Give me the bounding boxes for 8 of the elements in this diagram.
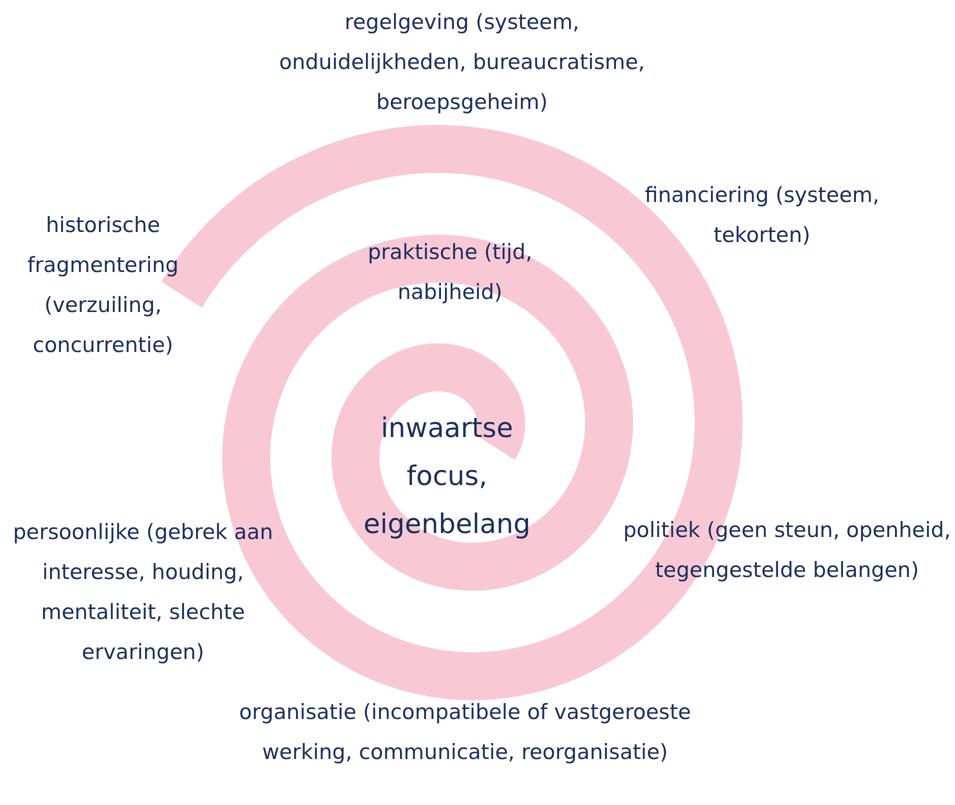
center-label: inwaartse focus, eigenbelang <box>362 412 532 542</box>
spiral-label: politiek (geen steun, openheid, tegengestelde belangen) <box>622 517 952 584</box>
spiral-label: praktische (tijd, nabijheid) <box>366 239 534 306</box>
spiral-label: organisatie (incompatibele of vastgeroeste werking, communicatie, reorganisatie) <box>238 699 692 766</box>
spiral-label: financiering (systeem, tekorten) <box>644 182 880 249</box>
spiral-label: historische fragmentering (verzuiling, concurrentie) <box>26 212 180 359</box>
spiral-label: regelgeving (systeem, onduidelijkheden, bureaucratisme, beroepsgeheim) <box>278 9 646 116</box>
spiral-label: persoonlijke (gebrek aan interesse, houding, mentaliteit, slechte ervaringen) <box>12 519 274 666</box>
